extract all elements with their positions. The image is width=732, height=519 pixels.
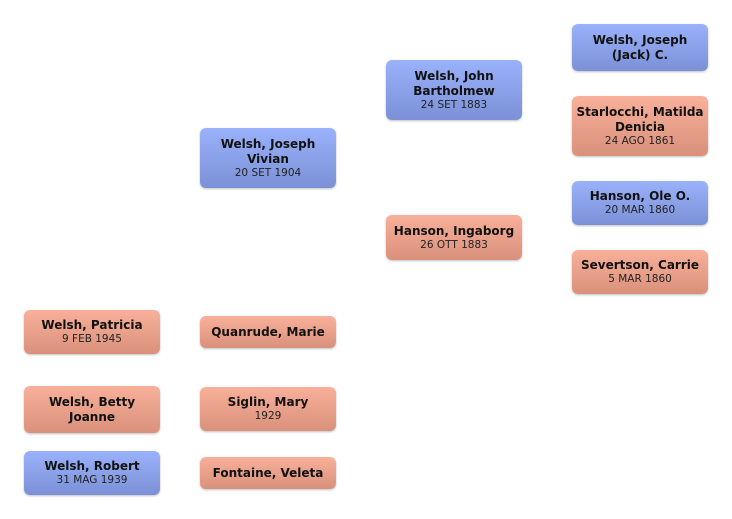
person-date: 20 MAR 1860 xyxy=(604,204,676,216)
person-card-welsh-betty[interactable]: Welsh, Betty Joanne xyxy=(24,386,160,433)
person-name: Welsh, Joseph (Jack) C. xyxy=(592,32,688,62)
person-card-quanrude-marie[interactable]: Quanrude, Marie xyxy=(200,316,336,348)
person-date: 24 AGO 1861 xyxy=(604,134,676,147)
person-card-siglin-mary[interactable]: Siglin, Mary 1929 xyxy=(200,387,336,431)
person-date: 1929 xyxy=(254,410,282,422)
person-card-severtson-carrie[interactable]: Severtson, Carrie 5 MAR 1860 xyxy=(572,250,708,294)
person-name: Siglin, Mary xyxy=(227,395,309,409)
person-card-starlocchi-matilda[interactable]: Starlocchi, Matilda Denicia 24 AGO 1861 xyxy=(572,96,708,156)
person-name: Welsh, Joseph Vivian xyxy=(220,136,316,166)
person-name: Quanrude, Marie xyxy=(211,324,325,339)
person-name: Hanson, Ole O. xyxy=(589,189,691,203)
person-card-welsh-john[interactable]: Welsh, John Bartholmew 24 SET 1883 xyxy=(386,60,522,120)
person-name: Hanson, Ingaborg xyxy=(393,223,515,238)
person-card-welsh-patricia[interactable]: Welsh, Patricia 9 FEB 1945 xyxy=(24,310,160,354)
person-date: 26 OTT 1883 xyxy=(420,238,488,251)
person-name: Welsh, Patricia xyxy=(41,318,143,332)
person-date: 24 SET 1883 xyxy=(420,98,488,111)
person-date: 31 MAG 1939 xyxy=(56,474,128,486)
person-card-hanson-ole[interactable]: Hanson, Ole O. 20 MAR 1860 xyxy=(572,181,708,225)
person-name: Fontaine, Veleta xyxy=(212,465,324,480)
person-card-welsh-robert[interactable]: Welsh, Robert 31 MAG 1939 xyxy=(24,451,160,495)
person-date: 9 FEB 1945 xyxy=(62,333,122,345)
person-card-welsh-joseph-vivian[interactable]: Welsh, Joseph Vivian 20 SET 1904 xyxy=(200,128,336,188)
person-card-hanson-ingaborg[interactable]: Hanson, Ingaborg 26 OTT 1883 xyxy=(386,215,522,260)
person-card-fontaine-veleta[interactable]: Fontaine, Veleta xyxy=(200,457,336,489)
person-name: Starlocchi, Matilda Denicia xyxy=(576,104,704,134)
person-name: Welsh, Robert xyxy=(44,459,140,473)
person-name: Welsh, John Bartholmew xyxy=(413,68,495,98)
person-date: 5 MAR 1860 xyxy=(608,273,672,285)
person-name: Severtson, Carrie xyxy=(580,258,700,272)
person-name: Welsh, Betty Joanne xyxy=(48,394,136,424)
person-date: 20 SET 1904 xyxy=(234,166,302,179)
person-card-welsh-joseph-jack[interactable]: Welsh, Joseph (Jack) C. xyxy=(572,24,708,71)
